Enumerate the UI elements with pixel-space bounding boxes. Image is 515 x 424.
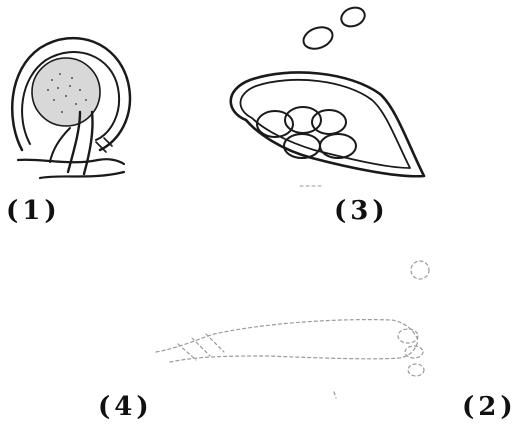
figure-3-cell	[312, 110, 346, 134]
figure-4-body-top	[156, 320, 418, 352]
figure-2-small-cell	[411, 261, 429, 279]
figure-3-cell	[320, 134, 356, 158]
figure-4-body-bottom	[170, 340, 418, 362]
figure-label-4: (4)	[98, 392, 153, 422]
figure-1-base-bottom	[40, 172, 124, 178]
figure-4-stray-mark	[334, 392, 336, 398]
figure-2-part	[398, 329, 418, 343]
figure-3-drawing	[231, 4, 424, 186]
figure-label-1: (1)	[6, 196, 61, 226]
figure-1-side-branch	[50, 128, 70, 162]
figure-2-part	[408, 364, 424, 376]
figure-2-part	[405, 346, 423, 358]
figure-1-drawing	[12, 38, 130, 178]
figure-label-3: (3)	[334, 196, 389, 226]
figure-3-free-cell-a	[300, 23, 335, 52]
figure-4-tail-marks	[178, 334, 224, 360]
figure-3-free-cell-b	[339, 4, 368, 29]
figure-1-dotted-core	[32, 58, 100, 126]
figure-4-drawing	[156, 261, 429, 398]
figure-label-2: (2)	[462, 392, 515, 422]
figure-1-stalk-right	[84, 112, 93, 174]
